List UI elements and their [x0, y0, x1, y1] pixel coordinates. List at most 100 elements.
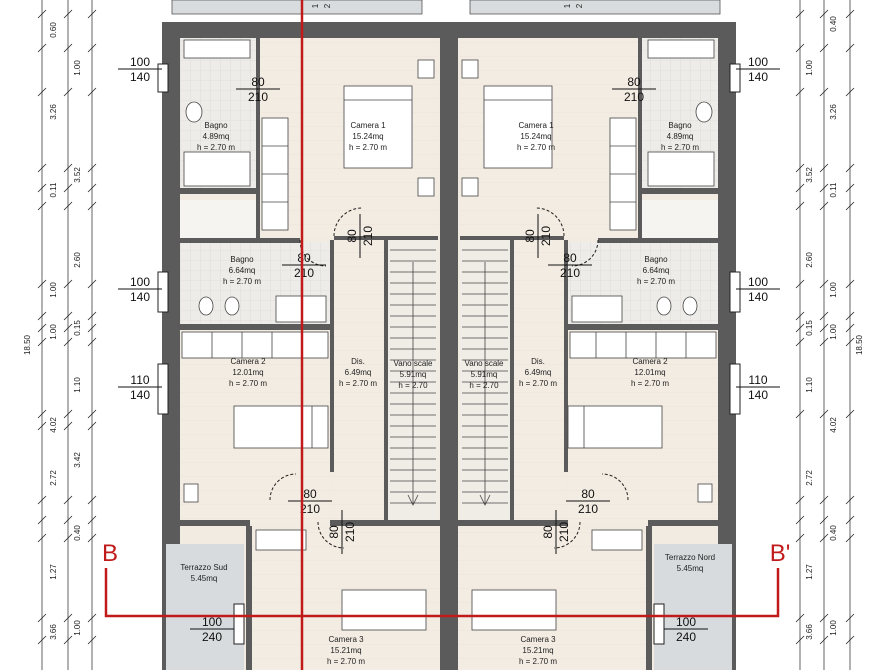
room-height: h = 2.70 m [631, 379, 669, 388]
opening-height: 140 [748, 290, 768, 304]
opening-width: 80 [303, 487, 317, 501]
dim-right-segment: 3.66 [805, 624, 814, 640]
opening-width: 80 [541, 525, 555, 539]
room-name: Dis. [351, 357, 365, 366]
room-height: h = 2.70 m [327, 657, 365, 666]
dim-right-segment: 0.15 [805, 320, 814, 336]
dim-left-segment: 3.42 [73, 452, 82, 468]
dim-left-segment: 1.10 [73, 377, 82, 393]
room-area: 5.45mq [191, 574, 218, 583]
dim-right-segment: 1.00 [829, 282, 838, 298]
opening-width: 100 [748, 55, 768, 69]
dimension-lines [37, 0, 855, 670]
opening-width: 80 [345, 229, 359, 243]
opening-height: 210 [294, 266, 314, 280]
dim-left-segment: 0.40 [73, 525, 82, 541]
room-name: Camera 3 [328, 635, 364, 644]
section-label-right: B' [770, 540, 791, 567]
dim-right-segment: 3.52 [805, 167, 814, 183]
opening-height: 210 [248, 90, 268, 104]
room-area: 15.21mq [330, 646, 361, 655]
dim-left-segment: 1.00 [73, 60, 82, 76]
room-name: Dis. [531, 357, 545, 366]
opening-width: 80 [627, 75, 641, 89]
opening-width: 100 [130, 55, 150, 69]
room-height: h = 2.70 m [197, 143, 235, 152]
opening-height: 140 [130, 290, 150, 304]
opening-width: 100 [130, 275, 150, 289]
room-height: h = 2.70 m [661, 143, 699, 152]
dim-right-segment: 1.00 [829, 324, 838, 340]
dim-right-segment: 3.26 [829, 104, 838, 120]
room-area: 6.49mq [345, 368, 372, 377]
room-area: 15.24mq [352, 132, 383, 141]
opening-width: 80 [251, 75, 265, 89]
room-area: 5.45mq [677, 564, 704, 573]
room-height: h = 2.70 m [339, 379, 377, 388]
opening-height: 210 [300, 502, 320, 516]
dim-left-segment: 1.27 [49, 564, 58, 580]
dim-left-segment: 0.15 [73, 320, 82, 336]
room-height: h = 2.70 m [519, 657, 557, 666]
internal-walls [180, 38, 718, 670]
room-name: Terrazzo Nord [665, 553, 715, 562]
room-height: h = 2.70 m [349, 143, 387, 152]
opening-width: 80 [523, 229, 537, 243]
room-label-bagno1-right: Bagno 4.89mq h = 2.70 m [661, 121, 699, 152]
opening-width: 80 [581, 487, 595, 501]
room-area: 12.01mq [634, 368, 665, 377]
dim-left-segment: 1.00 [49, 282, 58, 298]
room-area: 6.49mq [525, 368, 552, 377]
room-name: Camera 3 [520, 635, 556, 644]
dim-left-segment: 3.52 [73, 167, 82, 183]
dim-right-segment: 1.10 [805, 377, 814, 393]
room-area: 15.21mq [522, 646, 553, 655]
opening-height: 140 [748, 70, 768, 84]
dim-left-segment: 1.00 [49, 324, 58, 340]
dim-right-segment: 4.02 [829, 417, 838, 433]
top-tick-label: 1 [563, 3, 572, 8]
room-name: Camera 1 [518, 121, 554, 130]
furniture [181, 39, 717, 631]
room-name: Bagno [204, 121, 228, 130]
room-name: Bagno [668, 121, 692, 130]
room-label-dis-left: Dis. 6.49mq h = 2.70 m [339, 357, 377, 388]
opening-height: 210 [343, 522, 357, 542]
opening-width: 80 [327, 525, 341, 539]
opening-height: 210 [361, 226, 375, 246]
opening-width: 100 [676, 615, 696, 629]
room-area: 6.64mq [229, 266, 256, 275]
room-name: Vano scale [394, 359, 434, 368]
window-markers [157, 63, 741, 645]
room-height: h = 2.70 m [637, 277, 675, 286]
dim-left-segment: 0.60 [49, 22, 58, 38]
opening-width: 80 [563, 251, 577, 265]
room-label-camera3-left: Camera 3 15.21mq h = 2.70 m [327, 635, 365, 666]
room-area: 4.89mq [667, 132, 694, 141]
room-label-dis-right: Dis. 6.49mq h = 2.70 m [519, 357, 557, 388]
top-tick-label: 2 [323, 3, 332, 8]
dim-left-segment: 2.60 [73, 252, 82, 268]
opening-height: 210 [539, 226, 553, 246]
dim-right-segment: 0.11 [829, 182, 838, 198]
room-height: h = 2.70 m [519, 379, 557, 388]
room-label-camera2-right: Camera 2 12.01mq h = 2.70 m [631, 357, 669, 388]
opening-height: 240 [676, 630, 696, 644]
room-height: h = 2.70 m [229, 379, 267, 388]
room-name: Camera 2 [632, 357, 668, 366]
room-label-camera3-right: Camera 3 15.21mq h = 2.70 m [519, 635, 557, 666]
room-height: h = 2.70 m [517, 143, 555, 152]
room-name: Bagno [230, 255, 254, 264]
section-label-left: B [102, 540, 118, 567]
opening-height: 140 [130, 70, 150, 84]
